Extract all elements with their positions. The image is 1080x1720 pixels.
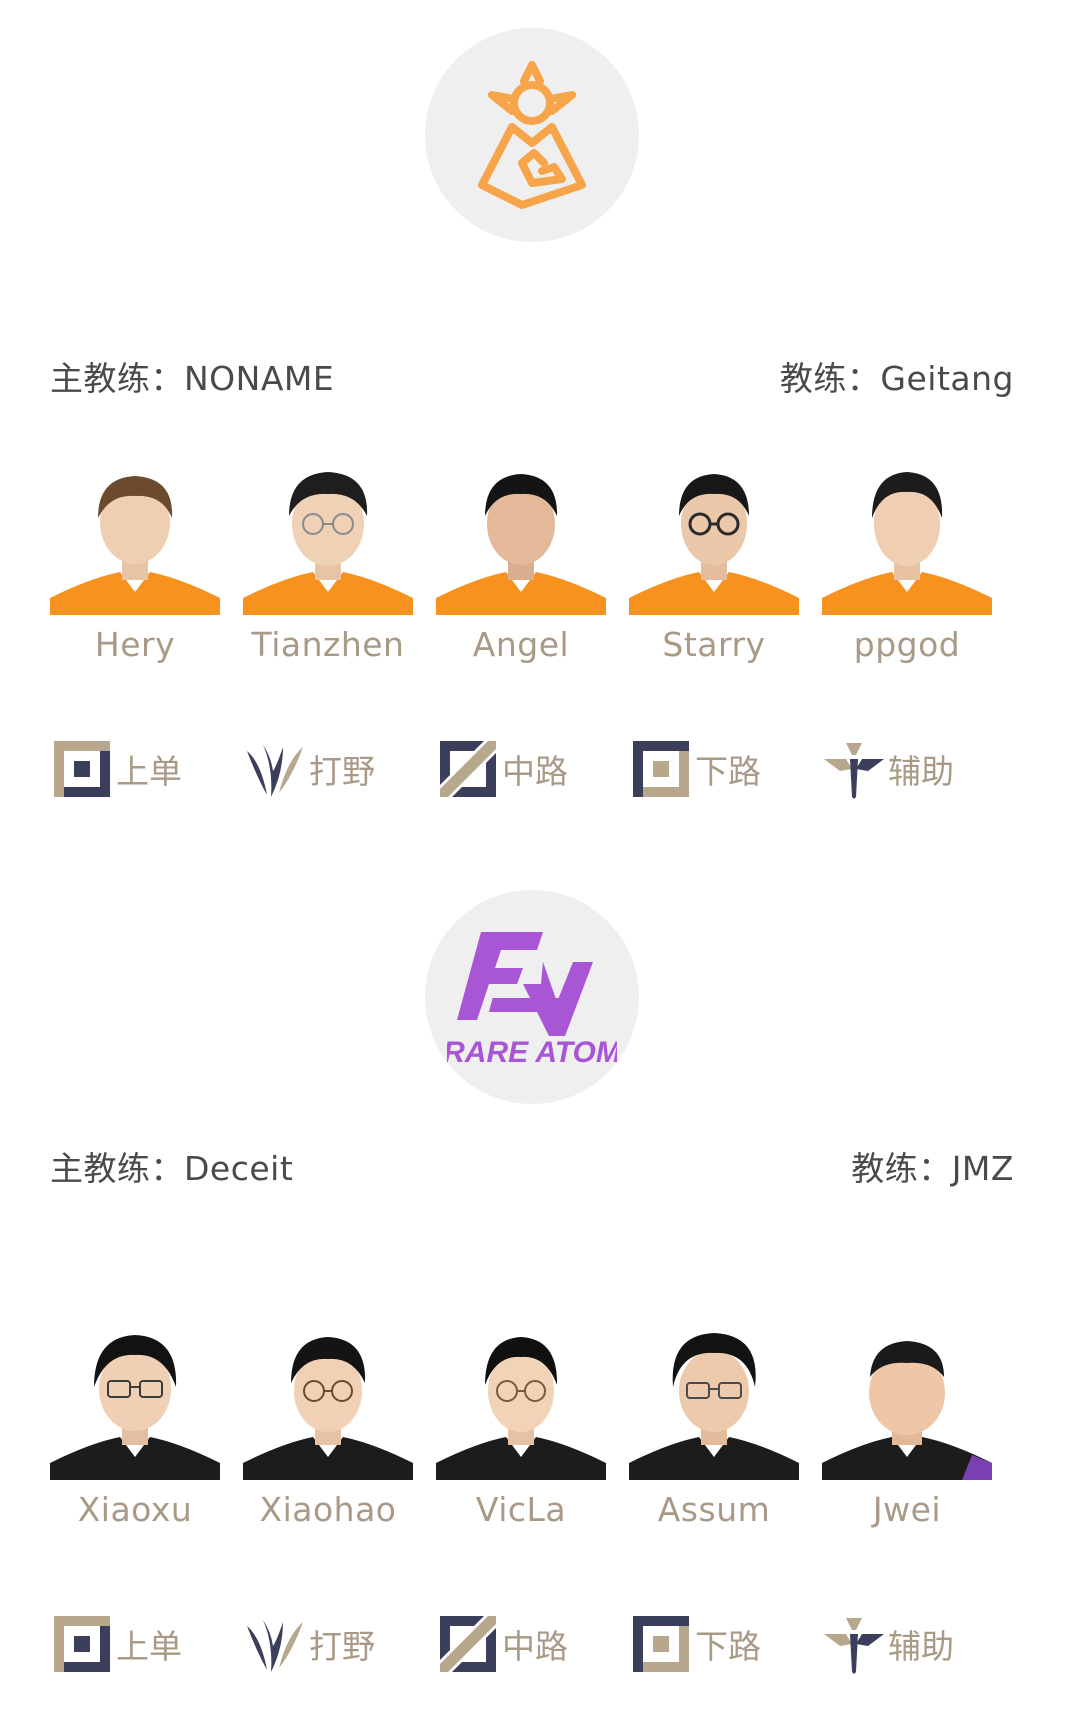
player-card[interactable]: ppgod [822,460,992,670]
coach: 教练：JMZ [851,1142,1014,1190]
player-card[interactable]: Xiaohao [243,1325,413,1535]
role-label: 中路 [502,752,568,791]
top-lane-icon [54,1616,110,1672]
player-photo [436,460,606,615]
player-card[interactable]: Jwei [822,1325,992,1535]
player-photo [50,460,220,615]
player-card[interactable]: VicLa [436,1325,606,1535]
role-jungle: 打野 [243,1612,375,1676]
role-mid: 中路 [436,1612,568,1676]
top-lane-icon [54,741,110,797]
role-support: 辅助 [822,1612,954,1676]
team-section-1: 主教练：NONAME 教练：Geitang Hery [50,28,1014,801]
role-label: 上单 [116,752,182,791]
head-coach-name: Deceit [184,1149,294,1188]
team-logo-2: RARE ATOM [425,890,639,1104]
player-card[interactable]: Starry [629,460,799,670]
player-photo [822,460,992,615]
player-portrait-icon [243,1325,413,1480]
role-label: 打野 [309,1627,375,1666]
head-coach-label: 主教练： [50,1149,184,1188]
role-label: 上单 [116,1627,182,1666]
role-list: 上单 打野 中路 下路 [50,737,1010,801]
role-bot: 下路 [629,1612,761,1676]
jungle-icon [247,745,303,797]
coach-label: 教练： [851,1149,952,1188]
player-list: Hery Tianzhen [50,460,1010,670]
team-logo-1 [425,28,639,242]
role-list: 上单 打野 中路 下路 [50,1612,1010,1676]
head-coach: 主教练：NONAME [50,352,334,400]
support-icon [824,1618,884,1674]
bot-lane-icon [633,1616,689,1672]
role-label: 下路 [695,1627,761,1666]
jungle-icon [247,1620,303,1672]
rare-atom-logo-icon: RARE ATOM [447,932,617,1069]
player-card[interactable]: Hery [50,460,220,670]
player-card[interactable]: Tianzhen [243,460,413,670]
role-label: 打野 [309,752,375,791]
mid-lane-icon [440,741,496,797]
role-top: 上单 [50,737,182,801]
player-photo [243,460,413,615]
player-portrait-icon [243,460,413,615]
player-card[interactable]: Angel [436,460,606,670]
player-name: Xiaoxu [77,1490,193,1529]
player-portrait-icon [822,460,992,615]
role-label: 下路 [695,752,761,791]
player-photo [436,1325,606,1480]
player-name: Jwei [872,1490,942,1529]
player-card[interactable]: Assum [629,1325,799,1535]
coach-name: Geitang [880,359,1014,398]
team-logo-text: RARE ATOM [447,1036,617,1069]
player-portrait-icon [436,1325,606,1480]
role-label: 中路 [502,1627,568,1666]
player-card[interactable]: Xiaoxu [50,1325,220,1535]
player-name: Starry [662,625,766,664]
player-portrait-icon [629,1325,799,1480]
player-photo [243,1325,413,1480]
player-photo [822,1325,992,1480]
coach-name: JMZ [951,1149,1014,1188]
role-top: 上单 [50,1612,182,1676]
role-label: 辅助 [888,1627,954,1666]
role-support: 辅助 [822,737,954,801]
role-label: 辅助 [888,752,954,791]
support-icon [824,743,884,799]
player-name: Hery [94,625,176,664]
role-mid: 中路 [436,737,568,801]
head-coach: 主教练：Deceit [50,1142,293,1190]
player-portrait-icon [436,460,606,615]
player-photo [629,1325,799,1480]
player-portrait-icon [50,1325,220,1480]
player-name: Tianzhen [251,625,405,664]
player-name: Angel [472,625,570,664]
head-coach-label: 主教练： [50,359,184,398]
coach: 教练：Geitang [780,352,1014,400]
head-coach-name: NONAME [184,359,335,398]
player-photo [629,460,799,615]
team-logo-icon [478,61,586,209]
player-name: Assum [657,1490,771,1529]
player-name: ppgod [853,625,961,664]
player-portrait-icon [50,460,220,615]
player-name: VicLa [475,1490,567,1529]
coach-label: 教练： [779,359,881,398]
bot-lane-icon [633,741,689,797]
player-portrait-icon [822,1325,992,1480]
player-portrait-icon [629,460,799,615]
player-list: Xiaoxu Xiaohao [50,1325,1010,1535]
mid-lane-icon [440,1616,496,1672]
team-section-2: RARE ATOM 主教练：Deceit 教练：JMZ Xiaoxu [0,860,1080,1720]
role-jungle: 打野 [243,737,375,801]
role-bot: 下路 [629,737,761,801]
player-photo [50,1325,220,1480]
player-name: Xiaohao [259,1490,397,1529]
